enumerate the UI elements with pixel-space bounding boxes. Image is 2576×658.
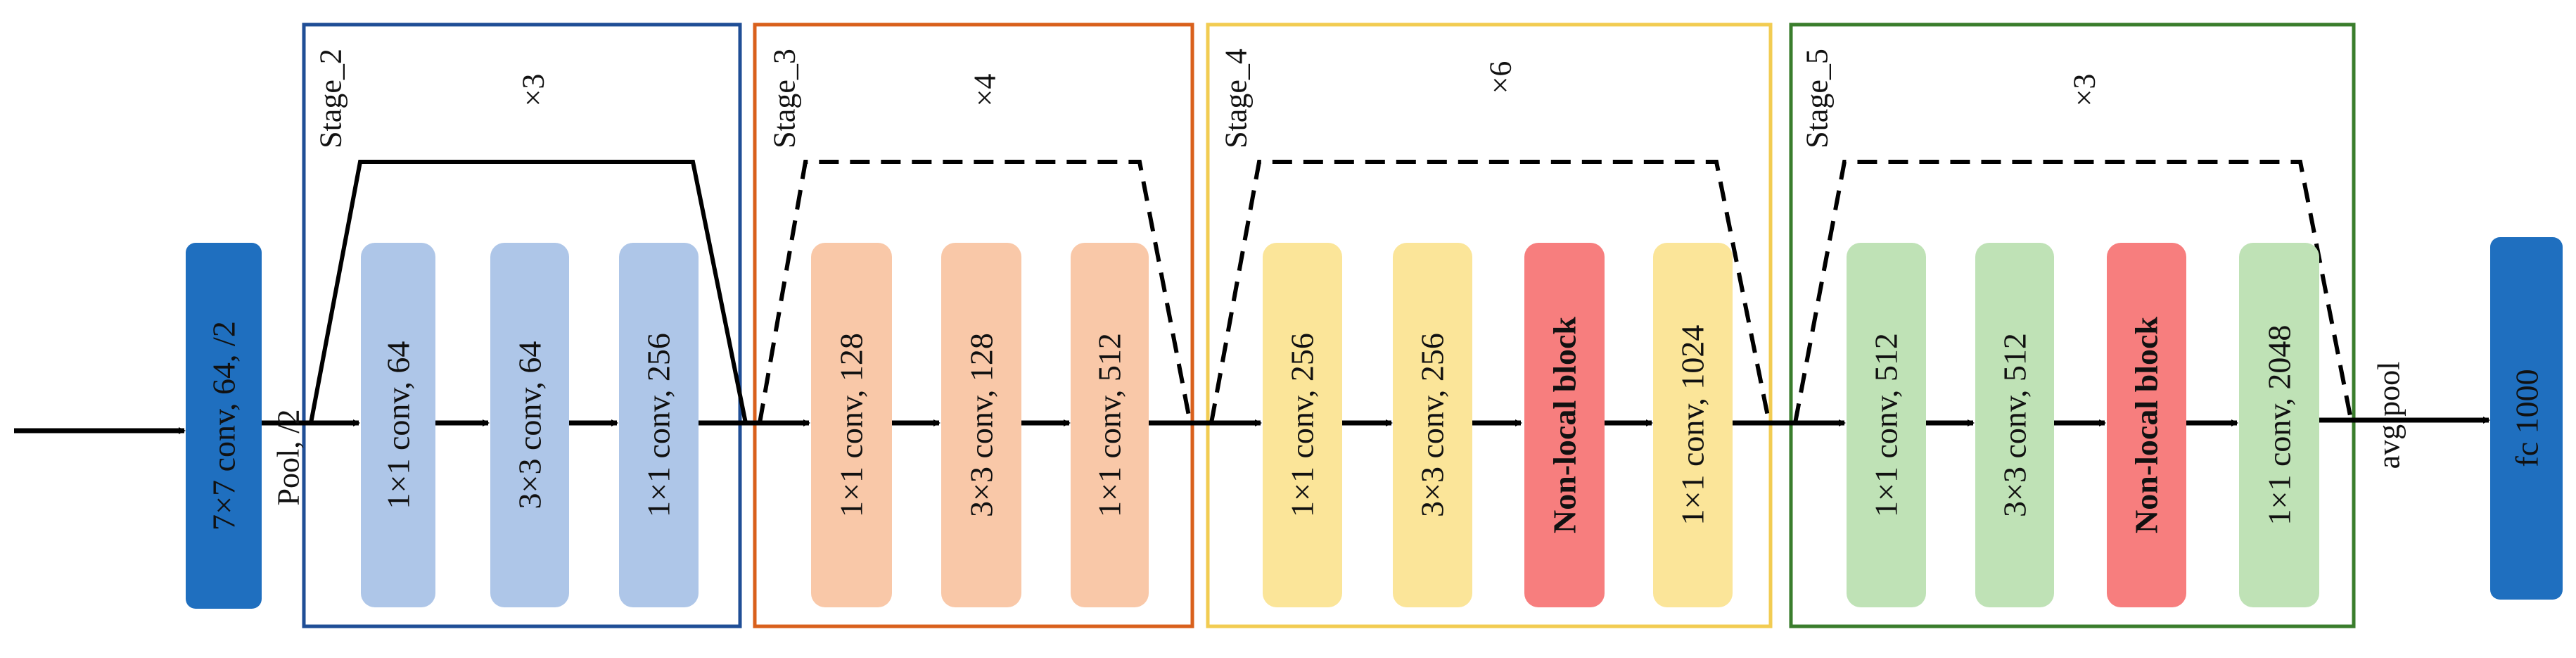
stage-3-block-3	[1071, 243, 1149, 607]
stage-4-repeat: ×6	[1484, 61, 1518, 94]
stage-2-label: Stage_2	[314, 49, 348, 148]
stage-4-block-1-label: 1×1 conv, 256	[1284, 333, 1320, 517]
stage-2-block-1-label: 1×1 conv, 64	[381, 341, 416, 510]
stage-4-block-1	[1263, 243, 1342, 607]
stage-3-block-2	[941, 243, 1021, 607]
stage-5-label: Stage_5	[1800, 49, 1835, 148]
stage-5-nonlocal-block	[2107, 243, 2186, 607]
stage-3-frame	[753, 23, 1194, 628]
stage-2-frame	[302, 23, 742, 628]
stage-3-skip-bracket	[758, 160, 1192, 424]
stage-3-block-2-label: 3×3 conv, 128	[964, 333, 1000, 517]
stage-3-block-1	[811, 243, 892, 607]
stage-2-skip-bracket	[309, 160, 748, 424]
output-fc-block	[2490, 237, 2563, 600]
stage-4-nonlocal-block	[1524, 243, 1605, 607]
stage-3-label: Stage_3	[767, 49, 802, 148]
stage-4-block-2	[1393, 243, 1472, 607]
stage-2-block-2-label: 3×3 conv, 64	[512, 341, 548, 510]
avg-pool-label: avg pool	[2372, 362, 2406, 469]
stage-5-block-1	[1847, 243, 1926, 607]
stage-5-block-2	[1975, 243, 2054, 607]
stage-4-frame	[1206, 23, 1773, 628]
stage-5-skip-bracket	[1793, 160, 2354, 424]
stage-4-block-4	[1653, 243, 1733, 607]
stage-5-nonlocal-block-label: Non-local block	[2129, 317, 2164, 533]
stage-5-repeat: ×3	[2067, 74, 2102, 107]
stage-5-block-2-label: 3×3 conv, 512	[1997, 333, 2033, 517]
stage-3-block-1-label: 1×1 conv, 128	[834, 333, 869, 517]
stage-5-block-1-label: 1×1 conv, 512	[1868, 333, 1904, 517]
stage-5-frame	[1789, 23, 2356, 628]
stage-4-nonlocal-block-label: Non-local block	[1547, 317, 1583, 533]
output-fc-label: fc 1000	[2509, 369, 2545, 467]
stage-2-block-2	[490, 243, 569, 607]
stage-4-skip-bracket	[1209, 160, 1771, 424]
stage-4-label: Stage_4	[1219, 49, 1254, 148]
stage-5-block-4-label: 1×1 conv, 2048	[2262, 325, 2297, 526]
stage-4-block-4-label: 1×1 conv, 1024	[1675, 325, 1711, 526]
stage-5-block-4	[2239, 243, 2319, 607]
input-conv-block	[186, 243, 262, 609]
stage-2-block-3-label: 1×1 conv, 256	[641, 333, 677, 517]
stage-2-block-3	[619, 243, 699, 607]
pool-label: Pool, /2	[272, 410, 306, 506]
stage-4-block-2-label: 3×3 conv, 256	[1415, 333, 1450, 517]
stage-2-block-1	[361, 243, 435, 607]
stage-2-repeat: ×3	[516, 74, 551, 107]
stage-3-block-3-label: 1×1 conv, 512	[1092, 333, 1128, 517]
stage-3-repeat: ×4	[968, 74, 1002, 107]
input-conv-label: 7×7 conv, 64, /2	[206, 321, 242, 531]
